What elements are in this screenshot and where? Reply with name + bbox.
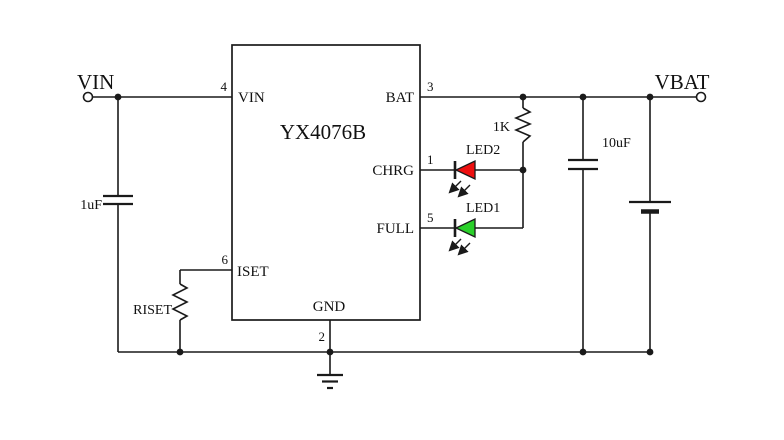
pin-label-chrg: CHRG [372,163,414,179]
input-capacitor-value: 1uF [80,198,102,213]
led2-label: LED2 [466,143,500,158]
ic-part-number: YX4076B [280,120,366,144]
battery-symbol [629,200,671,214]
resistor-zigzag [513,107,533,143]
led1-label: LED1 [466,201,500,216]
output-capacitor: 10uF [568,136,631,171]
vbat-terminal-node [695,91,707,103]
led2-emission-arrow [448,180,462,194]
led2-diode-triangle [454,159,476,181]
led2-charge-indicator: LED2 [448,143,500,198]
pin-number-4: 4 [221,79,228,94]
led1-emission-arrow [448,238,462,252]
vin-terminal-label: VIN [77,70,114,94]
ic-outline [231,44,421,321]
junction-dot [646,93,654,101]
ground-symbol [317,373,343,390]
junction-dot [519,93,527,101]
junction-dot [579,348,587,356]
pin-label-iset: ISET [237,264,269,280]
pin-number-1: 1 [427,152,434,167]
output-capacitor-value: 10uF [602,136,631,151]
pin-number-3: 3 [427,79,434,94]
riset-resistor-label: RISET [133,303,172,318]
pin-label-gnd: GND [313,299,346,315]
vbat-terminal: VBAT [655,70,710,103]
junction-dot [646,348,654,356]
led1-emission-arrow [457,242,471,256]
junction-dot [519,166,527,174]
led-resistor-value: 1K [493,120,510,135]
input-capacitor: 1uF [80,194,133,213]
pin-number-2: 2 [319,329,326,344]
junction-dot [326,348,334,356]
junction-dots [114,93,654,356]
junction-dot [579,93,587,101]
riset-resistor: RISET [133,283,189,321]
junction-dot [114,93,122,101]
pin-number-6: 6 [222,252,229,267]
pin-label-bat: BAT [386,90,414,106]
vin-terminal: VIN [77,70,114,103]
pin-label-full: FULL [377,221,415,237]
resistor-zigzag [171,283,189,321]
led1-full-indicator: LED1 [448,201,500,256]
led1-diode-triangle [454,217,476,239]
pin-number-5: 5 [427,210,434,225]
vbat-terminal-label: VBAT [655,70,710,94]
junction-dot [176,348,184,356]
pin-label-vin: VIN [238,90,265,106]
ic-yx4076b: YX4076B VIN BAT CHRG FULL ISET GND 4 3 1… [221,44,434,344]
led-resistor-1k: 1K [493,107,533,143]
vin-terminal-node [82,91,94,103]
led2-emission-arrow [457,184,471,198]
